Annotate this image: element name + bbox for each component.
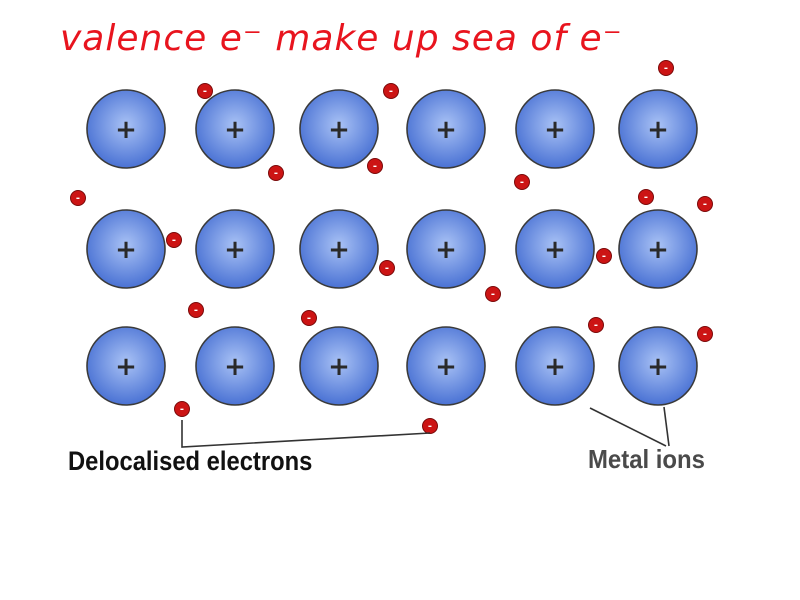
delocalised-electron: - bbox=[367, 158, 383, 174]
metal-ion-lattice: + + + + + + + + + + + + + + + + + + bbox=[86, 89, 698, 406]
positive-charge-symbol: + bbox=[115, 352, 137, 382]
positive-charge-symbol: + bbox=[328, 235, 350, 265]
positive-charge-symbol: + bbox=[435, 115, 457, 145]
negative-charge-symbol: - bbox=[428, 421, 432, 432]
negative-charge-symbol: - bbox=[703, 329, 707, 340]
metal-ion: + bbox=[86, 326, 166, 406]
positive-charge-symbol: + bbox=[544, 235, 566, 265]
negative-charge-symbol: - bbox=[194, 305, 198, 316]
metal-ion: + bbox=[86, 89, 166, 169]
delocalised-electron: - bbox=[268, 165, 284, 181]
negative-charge-symbol: - bbox=[520, 177, 524, 188]
delocalised-electron: - bbox=[596, 248, 612, 264]
metal-ion: + bbox=[299, 209, 379, 289]
positive-charge-symbol: + bbox=[544, 115, 566, 145]
delocalised-electron: - bbox=[301, 310, 317, 326]
negative-charge-symbol: - bbox=[594, 320, 598, 331]
delocalised-electron: - bbox=[174, 401, 190, 417]
delocalised-electron: - bbox=[514, 174, 530, 190]
metal-ion: + bbox=[406, 89, 486, 169]
positive-charge-symbol: + bbox=[435, 352, 457, 382]
negative-charge-symbol: - bbox=[491, 289, 495, 300]
positive-charge-symbol: + bbox=[115, 235, 137, 265]
negative-charge-symbol: - bbox=[385, 263, 389, 274]
negative-charge-symbol: - bbox=[76, 193, 80, 204]
negative-charge-symbol: - bbox=[307, 313, 311, 324]
positive-charge-symbol: + bbox=[115, 115, 137, 145]
metal-ion: + bbox=[195, 209, 275, 289]
metal-ion: + bbox=[618, 326, 698, 406]
negative-charge-symbol: - bbox=[703, 199, 707, 210]
metal-ion: + bbox=[195, 89, 275, 169]
delocalised-electron: - bbox=[383, 83, 399, 99]
negative-charge-symbol: - bbox=[373, 161, 377, 172]
positive-charge-symbol: + bbox=[224, 115, 246, 145]
positive-charge-symbol: + bbox=[224, 235, 246, 265]
negative-charge-symbol: - bbox=[203, 86, 207, 97]
negative-charge-symbol: - bbox=[389, 86, 393, 97]
delocalised-electron: - bbox=[197, 83, 213, 99]
metal-ion: + bbox=[515, 209, 595, 289]
delocalised-electron: - bbox=[588, 317, 604, 333]
negative-charge-symbol: - bbox=[172, 235, 176, 246]
positive-charge-symbol: + bbox=[435, 235, 457, 265]
delocalised-electron: - bbox=[658, 60, 674, 76]
negative-charge-symbol: - bbox=[644, 192, 648, 203]
negative-charge-symbol: - bbox=[602, 251, 606, 262]
delocalised-electron: - bbox=[166, 232, 182, 248]
delocalised-electron: - bbox=[697, 196, 713, 212]
negative-charge-symbol: - bbox=[180, 404, 184, 415]
positive-charge-symbol: + bbox=[224, 352, 246, 382]
delocalised-electron: - bbox=[379, 260, 395, 276]
positive-charge-symbol: + bbox=[544, 352, 566, 382]
handwritten-note: valence e⁻ make up sea of e⁻ bbox=[60, 18, 623, 59]
metal-ion: + bbox=[618, 89, 698, 169]
positive-charge-symbol: + bbox=[647, 235, 669, 265]
metal-ion: + bbox=[406, 326, 486, 406]
metal-ion: + bbox=[299, 326, 379, 406]
delocalised-electron: - bbox=[697, 326, 713, 342]
negative-charge-symbol: - bbox=[664, 63, 668, 74]
metal-ion: + bbox=[515, 326, 595, 406]
delocalised-electrons-label: Delocalised electrons bbox=[68, 446, 313, 476]
metal-ion-pointer-line bbox=[663, 406, 670, 447]
delocalised-electron: - bbox=[70, 190, 86, 206]
metal-ion: + bbox=[618, 209, 698, 289]
metal-ions-label: Metal ions bbox=[588, 444, 705, 474]
positive-charge-symbol: + bbox=[647, 115, 669, 145]
positive-charge-symbol: + bbox=[328, 115, 350, 145]
delocalised-electron: - bbox=[638, 189, 654, 205]
metal-ion: + bbox=[195, 326, 275, 406]
metal-ion: + bbox=[406, 209, 486, 289]
label-pointers bbox=[181, 406, 670, 448]
metal-ion-pointer-line bbox=[589, 407, 667, 447]
delocalised-bracket-line bbox=[181, 420, 431, 448]
negative-charge-symbol: - bbox=[274, 168, 278, 179]
positive-charge-symbol: + bbox=[328, 352, 350, 382]
electron-sea: - - - - - - - - - - - - - - - - - - - bbox=[70, 60, 713, 434]
delocalised-electron: - bbox=[422, 418, 438, 434]
delocalised-electron: - bbox=[188, 302, 204, 318]
metal-ion: + bbox=[299, 89, 379, 169]
metal-ion: + bbox=[86, 209, 166, 289]
delocalised-electron: - bbox=[485, 286, 501, 302]
positive-charge-symbol: + bbox=[647, 352, 669, 382]
metal-ion: + bbox=[515, 89, 595, 169]
